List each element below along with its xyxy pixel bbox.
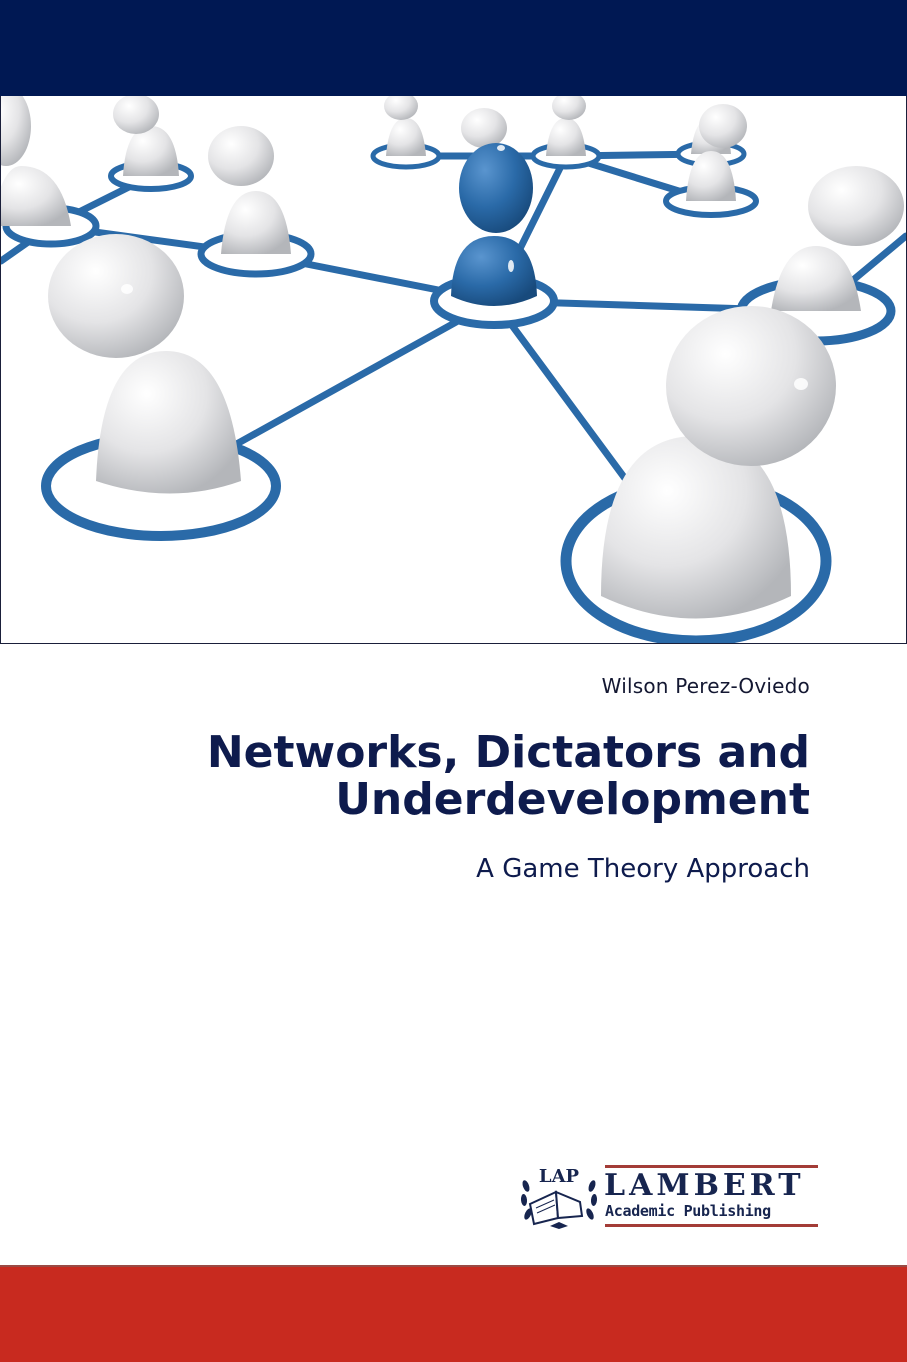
author-name: Wilson Perez-Oviedo [601,674,810,698]
svg-text:LAP: LAP [539,1166,580,1187]
network-people-icon [1,96,906,643]
book-title: Networks, Dictators and Underdevelopment [206,727,810,825]
publisher-name: LAMBERT [604,1168,805,1203]
bottom-color-band [0,1265,907,1362]
logo-top-rule [605,1165,818,1168]
logo-bottom-rule [605,1224,818,1227]
publisher-logo: LAP LAMBERT Academic Publishing [520,1162,820,1230]
cover-illustration [0,96,907,644]
book-subtitle: A Game Theory Approach [476,854,810,884]
publisher-subname: Academic Publishing [605,1202,771,1220]
top-color-band [0,0,907,96]
open-book-laurel-icon: LAP [520,1166,598,1229]
